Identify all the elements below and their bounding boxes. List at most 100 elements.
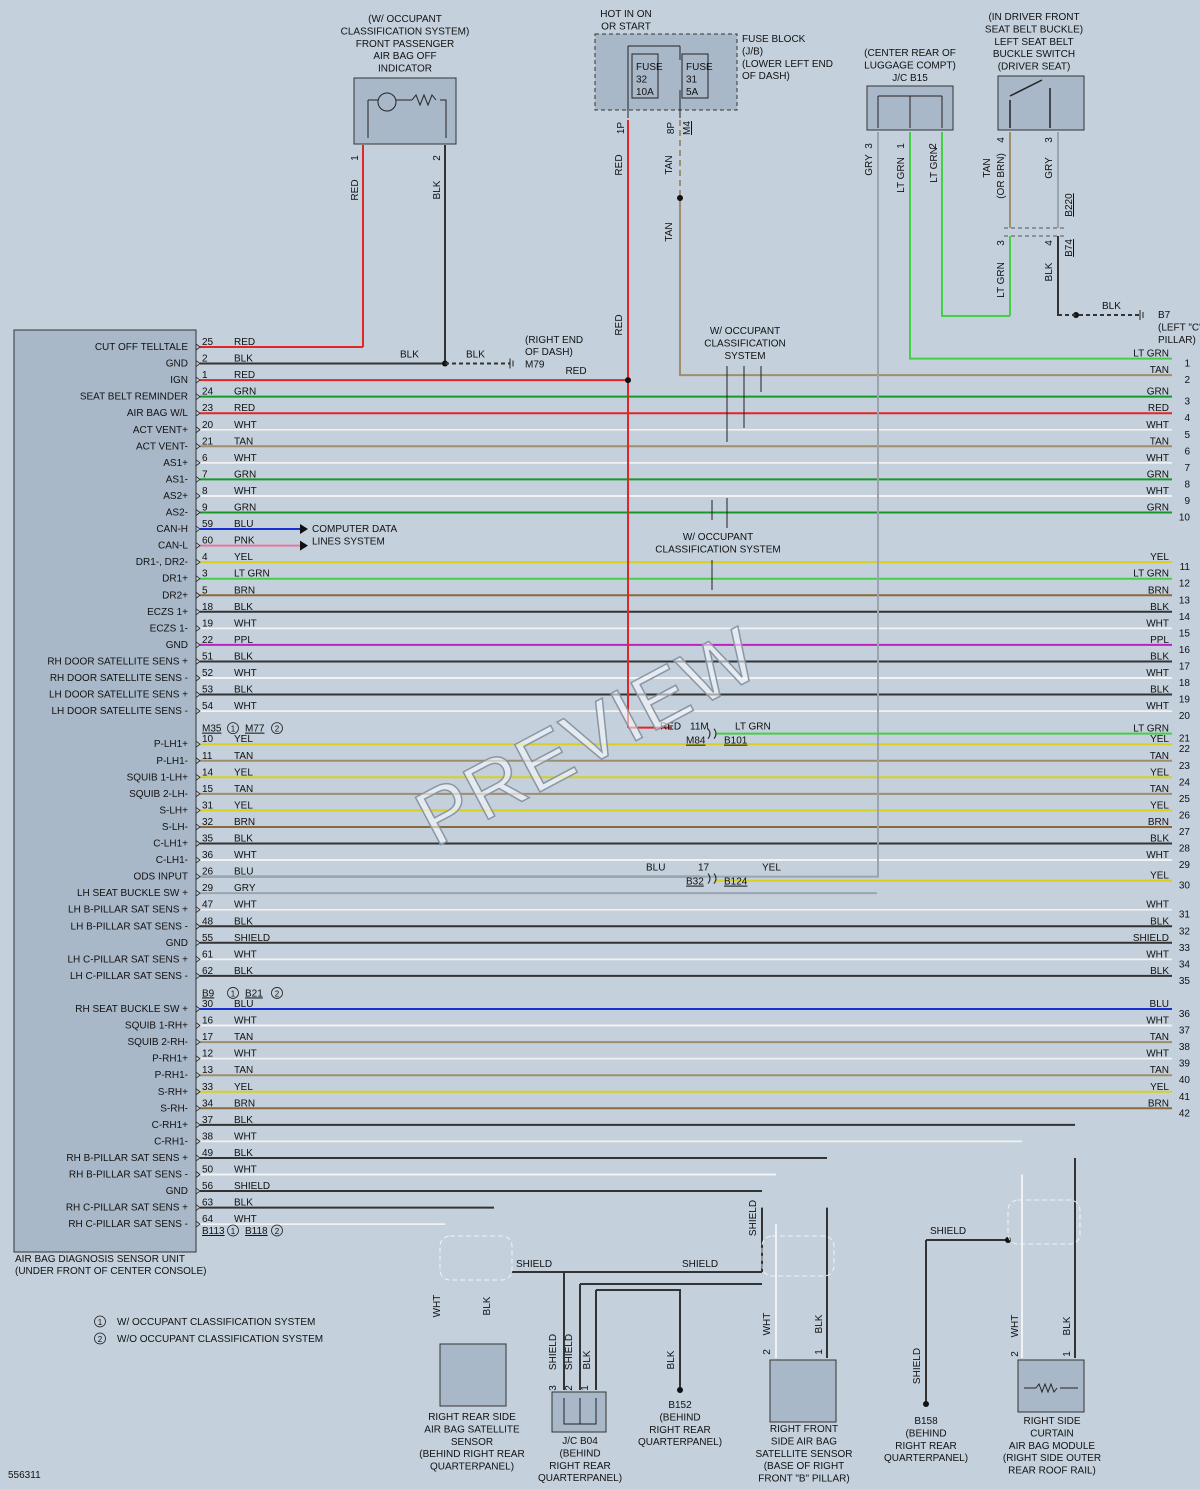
curtain-squib-icon	[1024, 1382, 1078, 1394]
output-number: 4	[1184, 413, 1190, 424]
output-number: 35	[1179, 976, 1191, 987]
indicator-label: INDICATOR	[378, 64, 432, 75]
pin-label: SQUIB 1-LH+	[127, 772, 189, 783]
connector-code: B118	[245, 1226, 268, 1237]
pin-chevron	[195, 856, 201, 864]
pin-chevron	[195, 674, 201, 682]
fuse-pin: 8P	[666, 122, 677, 135]
pin-number: 32	[202, 817, 214, 828]
rf-sensor-label: SATELLITE SENSOR	[755, 1449, 852, 1460]
wire-color: WHT	[762, 1313, 773, 1336]
b152-label: (BEHIND	[659, 1412, 700, 1423]
can-l-arrow	[300, 540, 308, 551]
shield-label: SHIELD	[682, 1259, 718, 1270]
pin-number: 18	[202, 602, 214, 613]
wire-color: GRN	[234, 503, 256, 514]
wire-color: TAN	[234, 436, 253, 447]
fuse-block-box	[594, 33, 738, 111]
buckle-connector-code: B74	[1064, 239, 1075, 257]
pin-chevron	[195, 807, 201, 814]
connector-code: B113	[202, 1226, 225, 1237]
pin-label: ACT VENT+	[133, 425, 188, 436]
rr-sensor-label: (BEHIND RIGHT REAR	[419, 1449, 524, 1460]
wire-color: PNK	[234, 536, 255, 547]
jc-b15-label: J/C B15	[892, 73, 928, 84]
rf-pin: 2	[762, 1349, 773, 1355]
wire-color: (OR BRN)	[996, 153, 1007, 199]
rf-sensor-label: FRONT "B" PILLAR)	[758, 1474, 849, 1485]
pin-label: DR1+	[162, 574, 188, 585]
jc-b04-label: RIGHT REAR	[549, 1461, 611, 1472]
connector-30	[707, 873, 717, 884]
connector-note-circle	[271, 987, 283, 999]
wire-color-right: WHT	[1146, 1016, 1169, 1027]
wire-color-right: BLU	[1150, 999, 1169, 1010]
wire-color: WHT	[234, 1131, 257, 1142]
pin-chevron	[195, 558, 201, 566]
wire-color: BLK	[234, 354, 253, 365]
pin-label: DR1-, DR2-	[136, 557, 188, 568]
buckle-pin: 3	[996, 240, 1007, 246]
wire-color: BLU	[234, 519, 253, 530]
wire-color-right: BRN	[1148, 817, 1169, 828]
wire-color-right: YEL	[1150, 734, 1169, 745]
pin-number: 31	[202, 800, 214, 811]
pin-number: 10	[202, 734, 214, 745]
wire-color: LT GRN	[929, 147, 940, 183]
output-number: 3	[1184, 397, 1190, 408]
b152-ground	[677, 1387, 683, 1393]
pin-label: RH C-PILLAR SAT SENS -	[68, 1219, 188, 1230]
wire-color-right: YEL	[1150, 552, 1169, 563]
jc-b15-pin: 2	[928, 143, 939, 149]
b158-label: RIGHT REAR	[895, 1441, 957, 1452]
connector-code: B32	[686, 877, 704, 888]
wire-color: PPL	[234, 635, 253, 646]
wire-color-right: YEL	[1150, 767, 1169, 778]
indicator-pin: 1	[350, 155, 361, 161]
pin-chevron	[195, 1220, 201, 1228]
pin-label: LH C-PILLAR SAT SENS -	[70, 971, 188, 982]
pin-number: 24	[202, 387, 214, 398]
pin-number: 12	[202, 1049, 214, 1060]
wire-color: LT GRN	[896, 157, 907, 193]
fuse-a-label: FUSE	[636, 62, 663, 73]
jc-b15-bus	[877, 95, 943, 128]
b7-ground	[1139, 310, 1144, 320]
buckle-label: SEAT BELT BUCKLE)	[985, 24, 1083, 35]
wire-color-right: WHT	[1146, 850, 1169, 861]
indicator-label: CLASSIFICATION SYSTEM)	[341, 26, 470, 37]
pin-label: LH DOOR SATELLITE SENS +	[49, 690, 188, 701]
wire-color-right: SHIELD	[1133, 933, 1169, 944]
tan-splice	[677, 195, 683, 201]
pin-number: 5	[202, 585, 208, 596]
buckle-connector	[1004, 227, 1064, 237]
rf-sensor-label: RIGHT FRONT	[770, 1424, 838, 1435]
wire-color: BLK	[466, 350, 485, 361]
diagnosis-sensor-unit	[13, 329, 201, 1253]
jc-b04-pin: 2	[564, 1385, 575, 1391]
jc-b04-pin: 1	[580, 1385, 591, 1391]
can-h-arrow	[300, 524, 308, 535]
pin-label: SQUIB 1-RH+	[125, 1021, 188, 1032]
b7-label: B7	[1158, 310, 1171, 321]
wire-color-right: WHT	[1146, 618, 1169, 629]
pin-number: 61	[202, 949, 214, 960]
connector-pin: 17	[698, 863, 710, 874]
wire-color-right: TAN	[1150, 784, 1169, 795]
wire-color-right: RED	[1148, 403, 1169, 414]
pin-label: P-RH1+	[152, 1054, 188, 1065]
pin-number: 52	[202, 668, 214, 679]
output-number: 38	[1179, 1042, 1191, 1053]
wire-color-right: TAN	[1150, 436, 1169, 447]
pin-label: ECZS 1+	[147, 607, 188, 618]
wire-color-right: YEL	[1150, 871, 1169, 882]
wire-color-right: GRN	[1147, 469, 1169, 480]
output-number: 42	[1179, 1108, 1191, 1119]
pin-label: RH DOOR SATELLITE SENS +	[47, 656, 188, 667]
pin-chevron	[195, 840, 201, 847]
wire-color: GRN	[234, 469, 256, 480]
pin-number: 14	[202, 767, 214, 778]
wire-color: WHT	[432, 1295, 443, 1318]
wire-color: BLU	[646, 863, 665, 874]
